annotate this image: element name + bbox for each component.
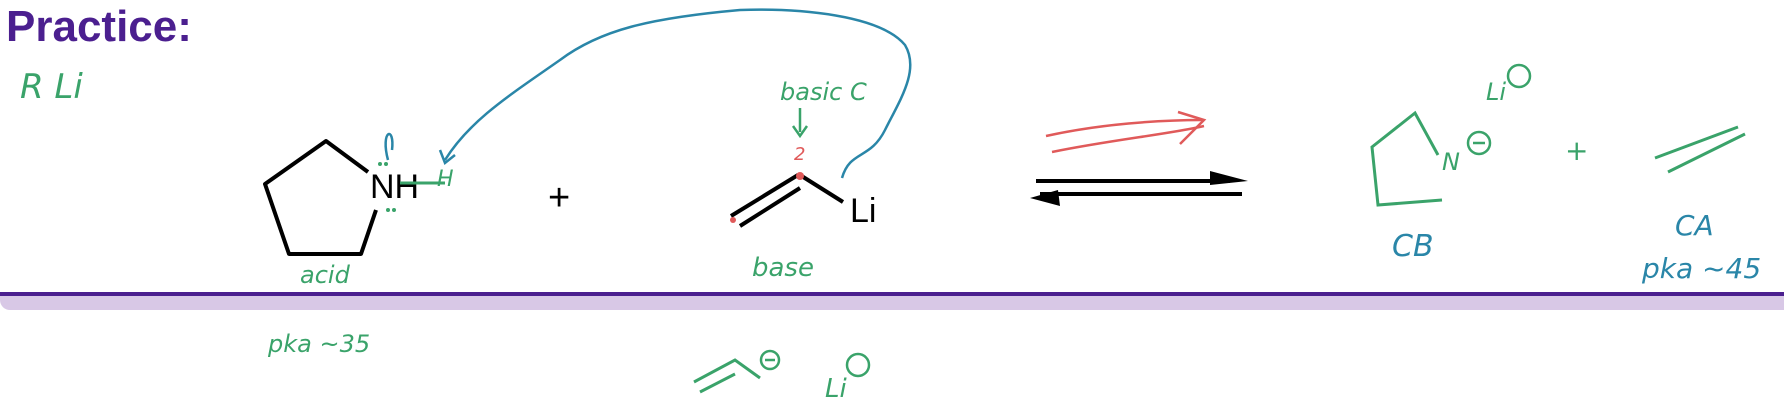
lone-pair-dots: [378, 162, 396, 212]
reagent-note: R Li: [20, 67, 83, 107]
ca-label: CA: [1675, 209, 1714, 242]
negative-charge-circle: [1466, 130, 1492, 156]
carbanion-dot: [796, 172, 804, 180]
vinyl-anion-sketch: [693, 358, 761, 394]
pka-right-label: pka ~45: [1641, 252, 1761, 285]
c-li-bond: [798, 173, 845, 204]
conjugate-base-n: N: [1442, 148, 1460, 176]
equilibrium-direction-note: [1045, 110, 1207, 154]
pka-left-label: pka ~35: [267, 330, 370, 358]
li-cation-bottom: Li: [825, 374, 847, 404]
basic-c-label: basic C: [780, 78, 867, 106]
li-cation-top: Li: [1486, 78, 1506, 106]
hand-h-label: H: [437, 167, 454, 192]
lone-pair-arrow: [384, 132, 394, 161]
divider-bar: [0, 292, 1784, 310]
equilibrium-arrows: [1030, 171, 1248, 206]
double-bond-2: [738, 186, 802, 228]
product-plus: +: [1565, 134, 1588, 167]
deprotonation-arrow: [443, 8, 912, 179]
vinyllithium-structure: [729, 173, 845, 228]
acid-label: acid: [300, 261, 351, 289]
electron-count: 2: [794, 144, 805, 165]
basic-c-pointer-head: [791, 125, 809, 139]
positive-charge-circle-bottom: [845, 352, 871, 378]
anion-charge-circle: [759, 349, 781, 371]
cb-label: CB: [1392, 229, 1434, 264]
double-bond-1: [729, 173, 800, 218]
plus-sign: +: [548, 177, 570, 219]
page-title: Practice:: [6, 2, 192, 51]
arrow-head: [438, 149, 456, 166]
terminal-dot: [730, 217, 736, 223]
base-label: base: [752, 253, 814, 283]
ethylene-structure: [1654, 125, 1746, 174]
lithium-label: Li: [850, 192, 876, 230]
pyrrolidine-ring: [263, 139, 378, 256]
amine-label: NH: [370, 168, 419, 206]
positive-charge-circle-top: [1506, 63, 1532, 89]
pyrrolidine-structure: [263, 139, 378, 256]
conjugate-base-structure: [1370, 110, 1443, 207]
